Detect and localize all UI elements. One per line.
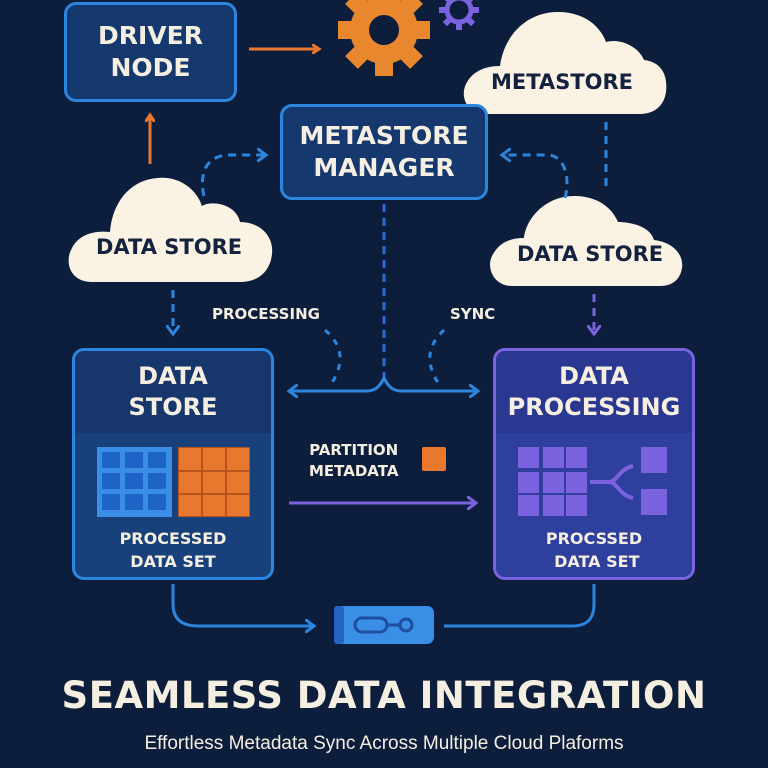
dashed-curve-sync [428, 328, 446, 387]
link-connector-to-processing [444, 584, 596, 628]
dashed-curve-processing [323, 328, 342, 387]
cloud-metastore [463, 12, 667, 114]
cloud-data-store-right [490, 196, 683, 286]
sync-label: SYNC [450, 305, 496, 323]
page-title: SEAMLESS DATA INTEGRATION [61, 674, 707, 717]
data-processing-panel-caption: PROCSSED DATA SET [545, 529, 643, 571]
data-store-panel-title: DATA STORE [75, 351, 271, 433]
cloud-metastore-label: METASTORE [491, 70, 634, 94]
cloud-data-store-right-label: DATA STORE [517, 242, 664, 266]
gear-icon-large [338, 0, 430, 76]
page-subtitle: Effortless Metadata Sync Across Multiple… [144, 733, 624, 754]
grid-icon-orange [178, 447, 250, 517]
partition-metadata-label: PARTITION METADATA [309, 441, 399, 480]
data-processing-grids [518, 447, 667, 516]
cloud-data-store-left-label: DATA STORE [96, 235, 243, 259]
data-store-panel-caption: PROCESSED DATA SET [119, 529, 227, 571]
link-datastore-to-connector [171, 584, 314, 626]
branch-icon [590, 447, 667, 515]
bidirectional-brace-arrow [290, 374, 478, 391]
driver-node-label: DRIVER NODE [98, 21, 203, 82]
grid-icon-purple [518, 447, 587, 516]
data-store-grids [97, 447, 250, 517]
data-processing-panel-title: DATA PROCESSING [496, 351, 692, 433]
gear-icon-small [439, 0, 479, 30]
data-processing-panel[interactable]: DATA PROCESSING PROCSSED DATA SET [493, 348, 695, 580]
metastore-manager[interactable]: METASTORE MANAGER [280, 104, 488, 200]
dashed-link-right-cloud-to-manager [502, 155, 569, 199]
square-icon [422, 447, 446, 471]
driver-node[interactable]: DRIVER NODE [64, 2, 237, 102]
metastore-manager-label: METASTORE MANAGER [299, 121, 469, 182]
grid-icon-blue [97, 447, 172, 517]
dashed-link-left-cloud-to-manager [200, 155, 266, 197]
cloud-data-store-left [68, 177, 273, 282]
data-store-panel[interactable]: DATA STORE PROCESSED DATA SET [72, 348, 274, 580]
connector-icon[interactable] [334, 606, 434, 644]
processing-label: PROCESSING [212, 305, 320, 323]
